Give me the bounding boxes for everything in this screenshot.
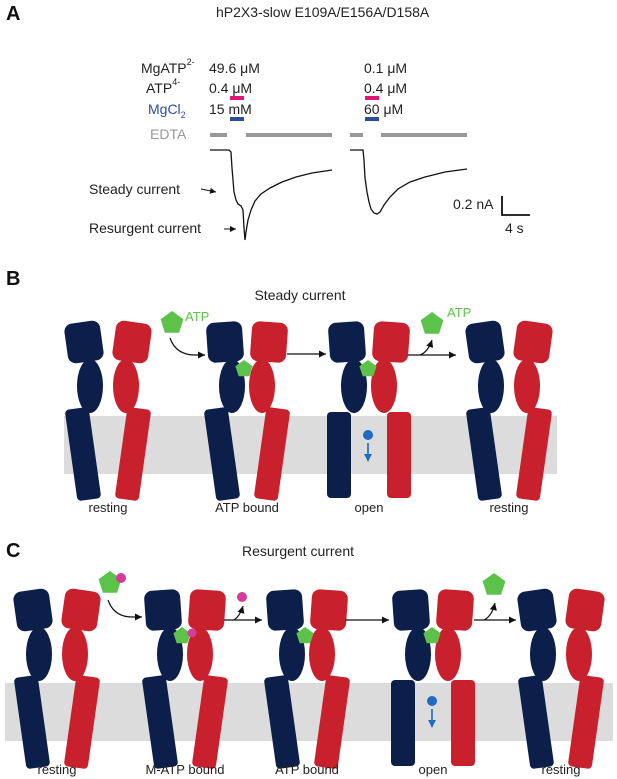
- binding-arrow-c: [107, 599, 142, 621]
- scale-bar: [501, 196, 530, 216]
- mg-ion-c-free: [116, 573, 126, 583]
- channel-resting-c2: [516, 587, 606, 770]
- current-trace-1: [210, 149, 333, 241]
- mgcl2-bar-2: [365, 117, 379, 121]
- panel-c-letter: C: [6, 540, 20, 562]
- atp-label-b2: ATP: [447, 305, 471, 320]
- col2-atp-value: 0.4 μM: [364, 80, 407, 96]
- panel-c-title: Resurgent current: [242, 543, 354, 559]
- ion-b: [363, 430, 373, 440]
- panel-b-letter: B: [6, 268, 20, 290]
- col2-mgatp-value: 0.1 μM: [364, 60, 407, 76]
- state-label-c5: resting: [541, 762, 580, 777]
- atp-bar-2: [365, 96, 379, 100]
- scale-current-label: 0.2 nA: [453, 196, 494, 212]
- channel-matp-bound-c: [141, 588, 229, 770]
- ion-c: [427, 696, 437, 706]
- mg-ion-c-released: [237, 592, 247, 602]
- label-edta: EDTA: [150, 126, 187, 142]
- binding-arrow-b: [169, 337, 205, 359]
- current-trace-2: [350, 149, 468, 215]
- state-label-c3: ATP bound: [275, 762, 339, 777]
- atp-ligand-c-bound: [296, 627, 314, 644]
- mg-ion-c-bound: [187, 628, 197, 638]
- state-label-b1: resting: [88, 500, 127, 515]
- channel-resting-c1: [12, 587, 102, 770]
- edta-bar-1a: [210, 133, 227, 137]
- mg-release-arrow-c: [224, 605, 245, 621]
- panel-b-title: Steady current: [254, 287, 345, 303]
- label-mgcl2: MgCl2: [148, 101, 186, 120]
- steady-current-arrow: [200, 187, 217, 194]
- atp-ligand-c-open: [423, 627, 441, 644]
- state-label-b3: open: [355, 500, 384, 515]
- col2-mgcl2-value: 60 μM: [364, 101, 403, 117]
- atp-release-arrow-c: [474, 602, 497, 621]
- col1-atp-value: 0.4 μM: [209, 80, 252, 96]
- atp-ligand-b-open: [359, 360, 377, 377]
- atp-ligand-c-release: [482, 573, 506, 595]
- state-label-c2: M-ATP bound: [145, 762, 224, 777]
- label-atp: ATP4-: [146, 77, 180, 96]
- mgcl2-bar-1: [230, 117, 244, 121]
- atp-ligand-b-free: [160, 311, 184, 333]
- label-mgatp: MgATP2-: [141, 57, 195, 76]
- release-arrow-b: [408, 339, 434, 356]
- membrane-c: [5, 683, 613, 741]
- resurgent-current-label: Resurgent current: [89, 220, 201, 236]
- edta-bar-2a: [350, 133, 363, 137]
- channel-atp-bound-b: [203, 320, 291, 502]
- atp-label-b1: ATP: [185, 309, 209, 324]
- state-label-c1: resting: [37, 762, 76, 777]
- edta-bar-2b: [381, 133, 467, 137]
- scale-time-label: 4 s: [505, 220, 524, 236]
- panel-a-title: hP2X3-slow E109A/E156A/D158A: [216, 4, 430, 20]
- state-label-c4: open: [419, 762, 448, 777]
- channel-atp-bound-c: [263, 588, 351, 770]
- edta-bar-1b: [246, 133, 332, 137]
- state-label-b4: resting: [489, 500, 528, 515]
- col1-mgcl2-value: 15 mM: [209, 101, 252, 117]
- matp-ligand-c-bound: [173, 627, 191, 644]
- col1-mgatp-value: 49.6 μM: [209, 60, 260, 76]
- atp-bar-1: [230, 96, 244, 100]
- atp-ligand-b-release: [420, 312, 444, 334]
- steady-current-label: Steady current: [89, 181, 180, 197]
- panel-a-letter: A: [6, 3, 20, 25]
- state-label-b2: ATP bound: [215, 500, 279, 515]
